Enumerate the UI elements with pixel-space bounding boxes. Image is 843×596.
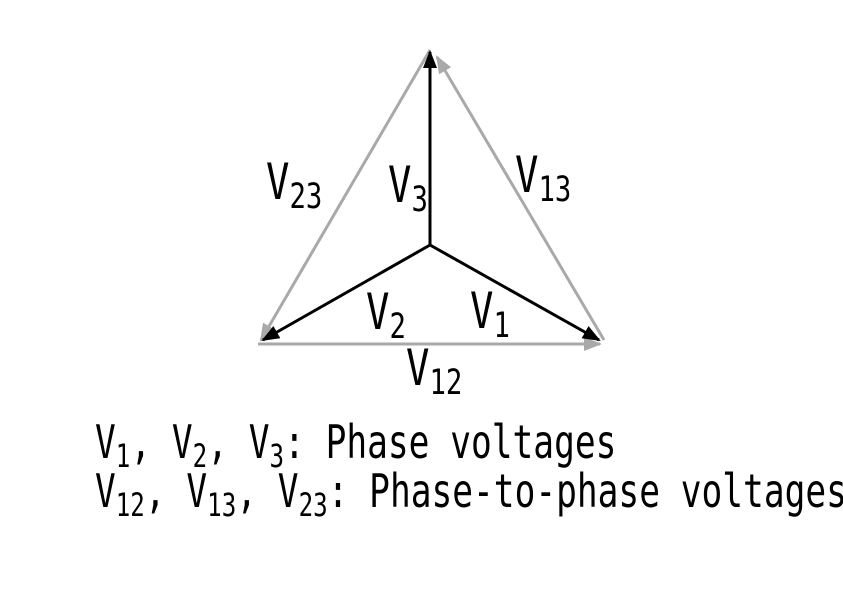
label-v12-sub: 12: [429, 363, 463, 404]
legend-line-phase: V1, V2, V3: Phase voltages: [95, 419, 616, 472]
label-v2-sub: 2: [389, 307, 406, 348]
label-v2-base: V: [366, 283, 390, 341]
label-v1-base: V: [470, 282, 494, 340]
label-v3-sub: 3: [411, 180, 428, 221]
label-v23-base: V: [266, 153, 290, 211]
legend-term: V2,: [171, 415, 249, 475]
legend-term: V12,: [95, 464, 187, 524]
v23-vector: [259, 49, 432, 342]
v2-vector: [261, 243, 431, 342]
label-v13-base: V: [515, 146, 539, 204]
label-v1-sub: 1: [493, 306, 510, 347]
legend-description: : Phase voltages: [284, 415, 617, 469]
legend-term: V13,: [186, 464, 278, 524]
v13-vector: [435, 55, 606, 341]
legend-description: : Phase-to-phase voltages: [327, 464, 843, 518]
legend-line-phase-to-phase: V12, V13, V23: Phase-to-phase voltages: [95, 468, 843, 521]
label-v12: V12: [406, 343, 462, 401]
label-v23-sub: 23: [289, 177, 323, 218]
label-v13-sub: 13: [538, 170, 572, 211]
label-v1: V1: [470, 286, 510, 344]
label-v23: V23: [266, 157, 322, 215]
label-v2: V2: [366, 287, 406, 345]
legend-term: V1,: [95, 415, 172, 475]
label-v3-base: V: [388, 156, 412, 214]
label-v13: V13: [515, 150, 571, 208]
legend-term: V3: [248, 415, 285, 475]
label-v3: V3: [388, 160, 428, 218]
v1-vector: [429, 243, 601, 342]
legend-term: V23: [277, 464, 328, 524]
label-v12-base: V: [406, 339, 430, 397]
